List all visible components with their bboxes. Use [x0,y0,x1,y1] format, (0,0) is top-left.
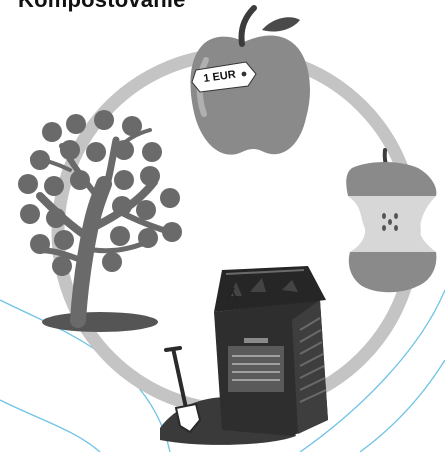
apple-tree-icon [18,110,182,332]
tree-ground [42,312,158,332]
apple-core-icon [346,150,436,292]
compost-bin-hatch [228,346,284,392]
